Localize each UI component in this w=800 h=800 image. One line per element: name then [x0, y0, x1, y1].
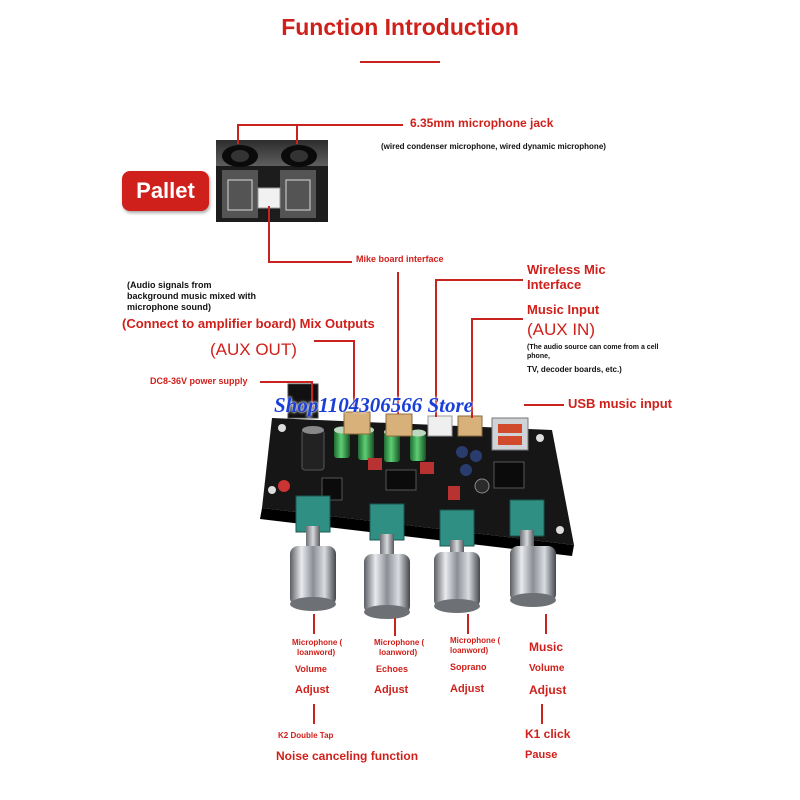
knob1-label-line1: Microphone ( [292, 638, 343, 647]
jack-note: (wired condenser microphone, wired dynam… [381, 142, 606, 151]
jack-leader-h [237, 124, 403, 126]
microphone-jack-module [216, 140, 328, 222]
wireless-leader-v [435, 279, 437, 417]
knob4-leader [545, 614, 547, 634]
mix-outputs-label: (Connect to amplifier board) Mix Outputs [122, 316, 375, 331]
audio-pcb-board [260, 383, 574, 556]
knob-music-volume[interactable] [510, 530, 556, 607]
usb-leader-h [524, 404, 564, 406]
k1-label: K1 click [525, 727, 571, 741]
power-leader-v [311, 381, 313, 407]
aux-in-label: (AUX IN) [527, 320, 595, 339]
pause-label: Pause [525, 749, 558, 761]
music-input-leader-v [471, 318, 473, 418]
source-note-line3: TV, decoder boards, etc.) [527, 365, 622, 374]
jack-label: 6.35mm microphone jack [410, 116, 554, 130]
music-input-label: Music Input [527, 302, 600, 317]
aux-out-leader-h [314, 340, 354, 342]
store-watermark: Shop1104306566 Store [274, 393, 473, 417]
knob2-label-line1: Microphone ( [374, 638, 425, 647]
knob1-label-line2: loanword) [297, 648, 336, 657]
knob2-func: Echoes [376, 664, 409, 674]
knob-mic-soprano[interactable] [434, 540, 480, 613]
mix-note-line1: (Audio signals from [127, 280, 212, 290]
power-leader-h [260, 381, 312, 383]
knob3-adjust: Adjust [450, 683, 485, 695]
aux-out-leader-v [353, 340, 355, 412]
source-note-line2: phone, [527, 353, 550, 360]
knob2-leader [394, 618, 396, 636]
knob-mic-volume[interactable] [290, 526, 336, 611]
knob3-label-line1: Microphone ( [450, 636, 501, 645]
source-note-line1: (The audio source can come from a cell [527, 344, 659, 351]
aux-out-label: (AUX OUT) [210, 340, 297, 359]
usb-input-label: USB music input [568, 396, 673, 411]
mike-leader-v [268, 206, 270, 262]
knob1-func: Volume [295, 664, 327, 674]
k2-label: K2 Double Tap [278, 731, 334, 740]
power-label: DC8-36V power supply [150, 376, 248, 386]
wireless-mic-label-line1: Wireless Mic [527, 262, 606, 277]
knob2-label-line2: loanword) [379, 648, 418, 657]
page-title: Function Introduction [281, 14, 519, 40]
jack-leader-v2 [296, 124, 298, 144]
knob4-adjust: Adjust [529, 683, 567, 697]
knob3-leader [467, 614, 469, 634]
mike-leader-h [268, 261, 352, 263]
title-underline [360, 61, 440, 63]
knob2-adjust: Adjust [374, 684, 409, 696]
k2-leader [313, 704, 315, 724]
jack-leader-v1 [237, 124, 239, 144]
k1-leader [541, 704, 543, 724]
knob1-adjust: Adjust [295, 684, 330, 696]
mix-note-line3: microphone sound) [127, 302, 211, 312]
knob4-label-line1: Music [529, 640, 564, 654]
knob-mic-echoes[interactable] [364, 534, 410, 619]
mike-board-leader-v [397, 272, 399, 414]
knob4-func: Volume [529, 663, 565, 674]
pallet-badge: Pallet [122, 171, 209, 211]
wireless-leader-h [435, 279, 523, 281]
mix-note-line2: background music mixed with [127, 291, 257, 301]
noise-canceling-label: Noise canceling function [276, 749, 419, 763]
mike-board-label: Mike board interface [356, 254, 444, 264]
knob3-label-line2: loanword) [450, 646, 489, 655]
music-input-leader-h [471, 318, 523, 320]
wireless-mic-label-line2: Interface [527, 277, 582, 292]
knob3-func: Soprano [450, 662, 487, 672]
knob1-leader [313, 614, 315, 634]
